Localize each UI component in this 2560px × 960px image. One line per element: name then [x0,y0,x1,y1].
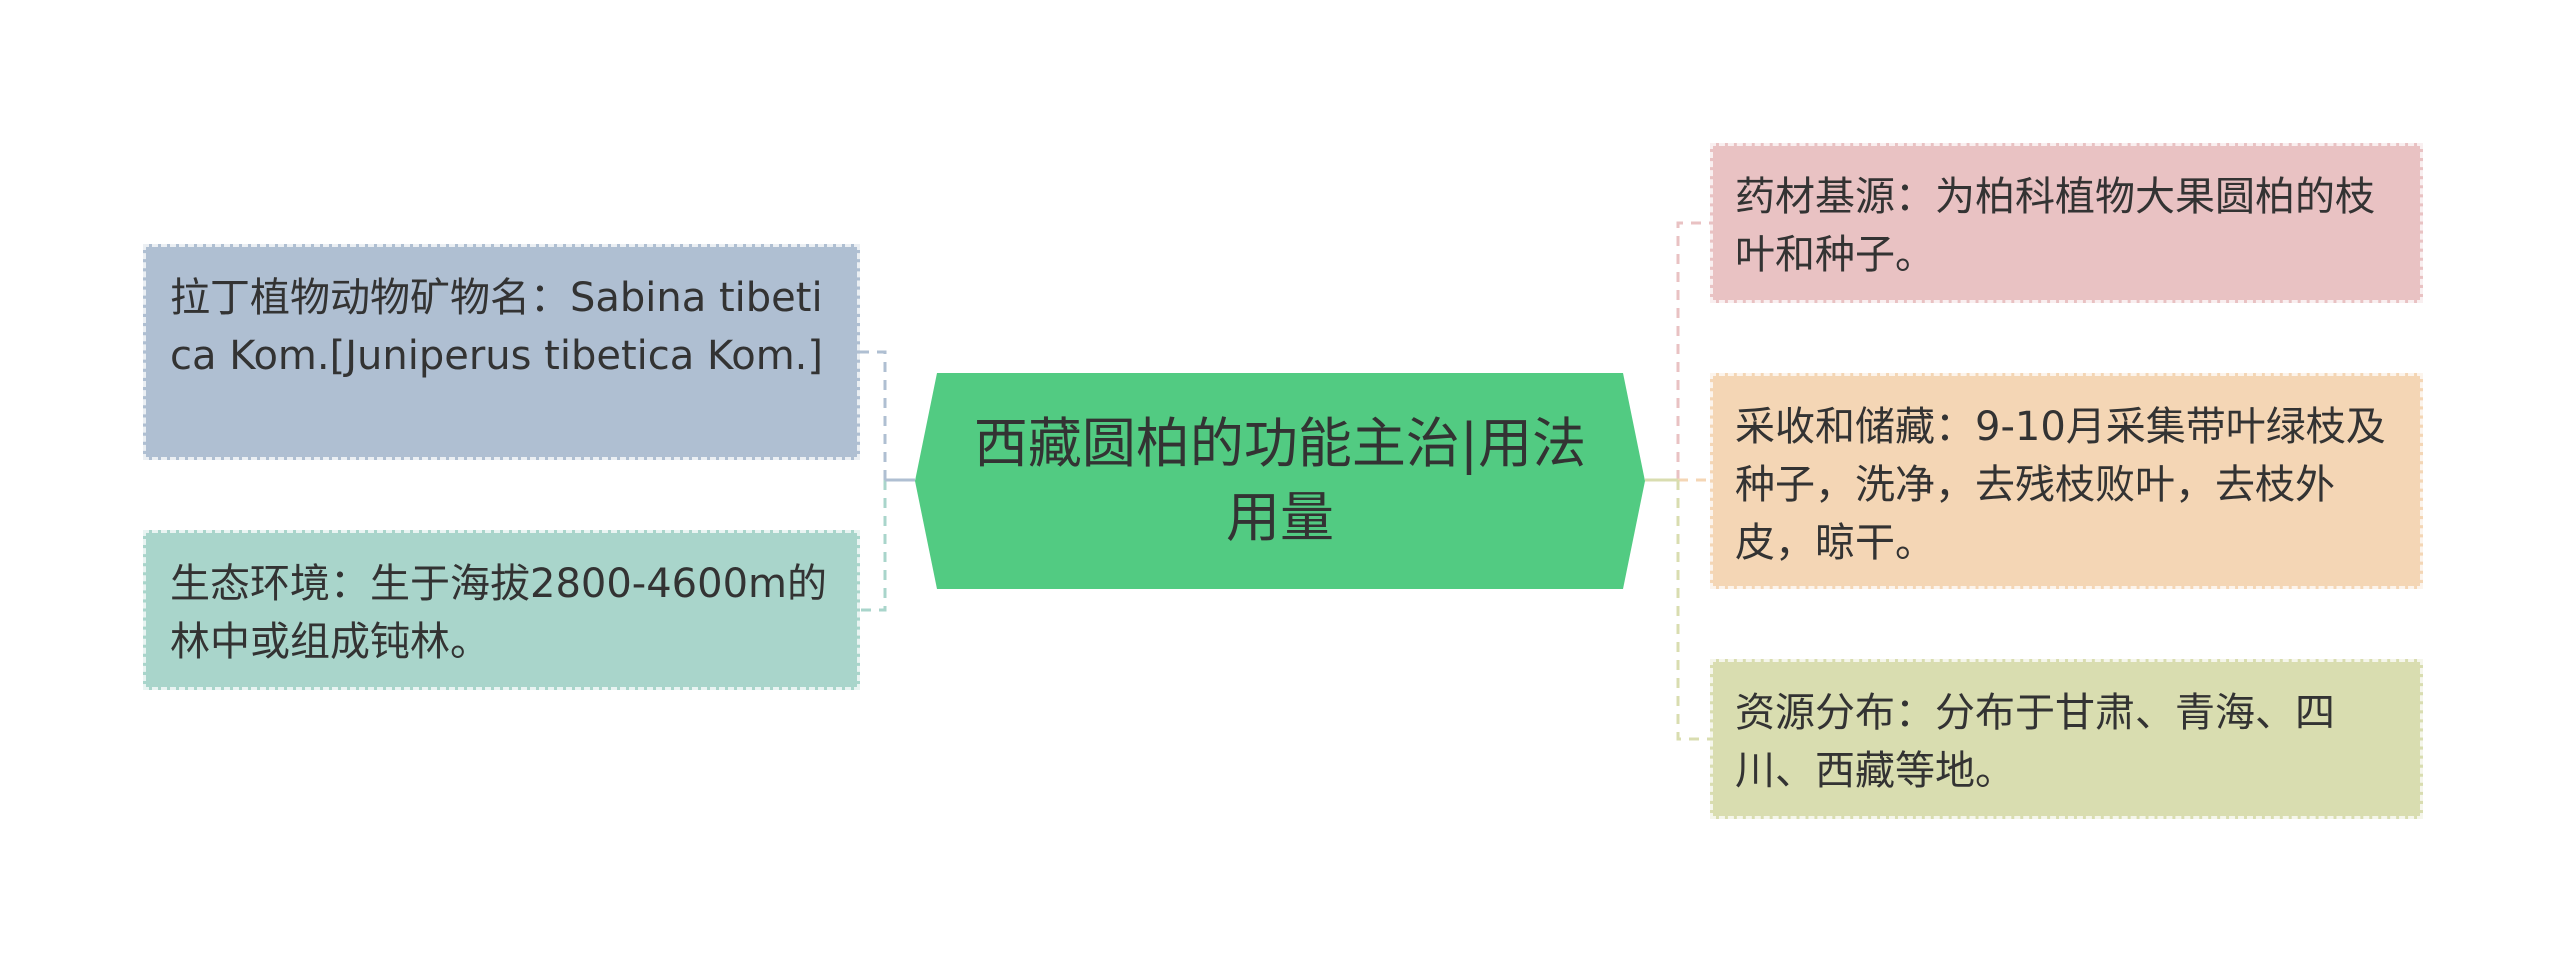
node-source-material-text: 药材基源：为柏科植物大果圆柏的枝叶和种子。 [1735,174,2375,278]
node-distribution-text: 资源分布：分布于甘肃、青海、四川、西藏等地。 [1735,690,2335,794]
node-latin-name[interactable]: 拉丁植物动物矿物名：Sabina tibetica Kom.[Juniperus… [143,244,860,460]
node-ecology[interactable]: 生态环境：生于海拔2800-4600m的林中或组成钝林。 [143,530,860,690]
node-harvest-storage-text: 采收和储藏：9-10月采集带叶绿枝及种子，洗净，去残枝败叶，去枝外皮，晾干。 [1735,404,2386,566]
node-latin-name-text: 拉丁植物动物矿物名：Sabina tibetica Kom.[Juniperus… [170,275,823,379]
central-topic-node[interactable]: 西藏圆柏的功能主治|用法用量 [915,373,1645,589]
connector-source [1676,221,1710,480]
node-source-material[interactable]: 药材基源：为柏科植物大果圆柏的枝叶和种子。 [1710,143,2423,303]
connector-distribution [1676,480,1710,741]
connector-ecology [860,480,887,612]
central-topic-title: 西藏圆柏的功能主治|用法用量 [973,412,1587,549]
node-distribution[interactable]: 资源分布：分布于甘肃、青海、四川、西藏等地。 [1710,659,2423,819]
node-ecology-text: 生态环境：生于海拔2800-4600m的林中或组成钝林。 [170,561,827,665]
connector-latin [860,350,887,480]
node-harvest-storage[interactable]: 采收和储藏：9-10月采集带叶绿枝及种子，洗净，去残枝败叶，去枝外皮，晾干。 [1710,373,2423,589]
